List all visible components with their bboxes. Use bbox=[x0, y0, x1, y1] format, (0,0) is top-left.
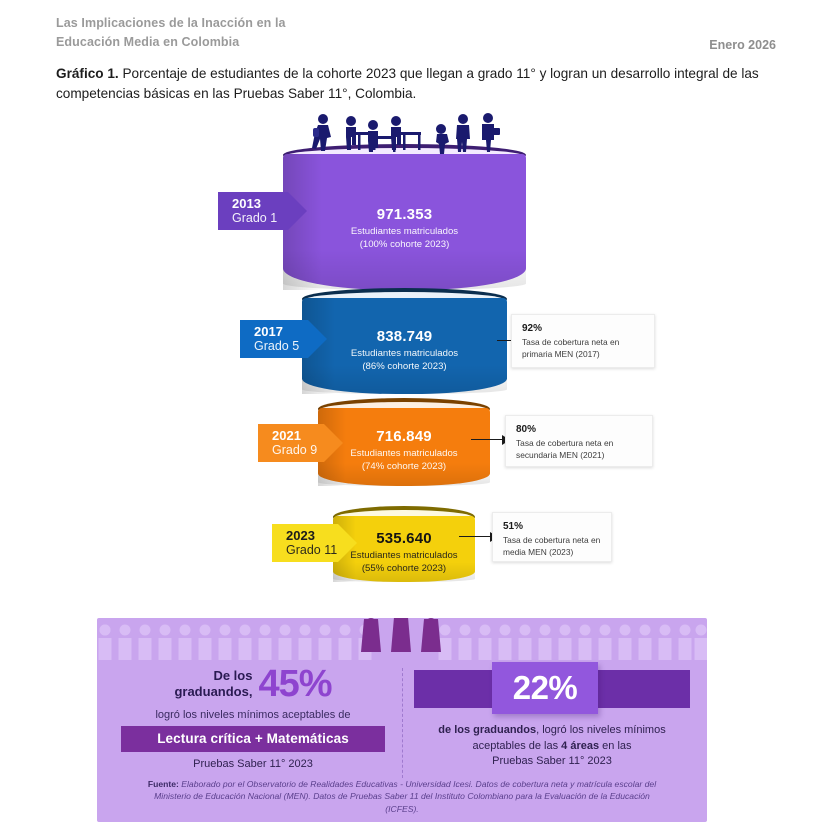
stage-2-body bbox=[302, 298, 507, 394]
stage-3-value: 716.849 bbox=[376, 428, 432, 445]
stage-1-tag-point bbox=[288, 192, 307, 230]
stage-4-year: 2023 bbox=[286, 528, 315, 543]
stage-2-callout[interactable]: 92% Tasa de cobertura neta en primaria M… bbox=[511, 314, 655, 368]
stage-2-callout-line1: Tasa de cobertura neta en bbox=[522, 337, 620, 347]
figure-label: Gráfico 1. bbox=[56, 66, 119, 81]
outcome-right: 22% de los graduandos, logró los niveles… bbox=[407, 662, 697, 770]
page-header: Las Implicaciones de la Inacción en la E… bbox=[56, 14, 776, 56]
stage-1-subtext: Estudiantes matriculados (100% cohorte 2… bbox=[283, 226, 526, 251]
stage-4-sub-line2: (55% cohorte 2023) bbox=[361, 562, 447, 574]
stage-1-year: 2013 bbox=[232, 196, 261, 211]
outcome-right-sub: de los graduandos, logró los niveles mín… bbox=[407, 723, 697, 770]
figure-caption: Gráfico 1. Porcentaje de estudiantes de … bbox=[56, 64, 780, 104]
stage-3-sub-line2: (74% cohorte 2023) bbox=[361, 460, 447, 472]
panel-divider bbox=[402, 668, 403, 778]
students-icon bbox=[312, 113, 500, 154]
outcome-left-lead-line1: De los bbox=[213, 668, 253, 683]
stage-4-callout-percent: 51% bbox=[503, 521, 524, 532]
stage-4-callout-line2: media MEN (2023) bbox=[503, 546, 574, 557]
stage-2-value: 838.749 bbox=[376, 328, 433, 345]
outcome-right-test: Pruebas Saber 11° 2023 bbox=[492, 755, 612, 767]
outcome-left: De los graduandos, 45% logró los niveles… bbox=[107, 664, 399, 770]
outcome-left-test: Pruebas Saber 11° 2023 bbox=[193, 758, 313, 770]
stage-1-text: 971.353 Estudiantes matriculados (100% c… bbox=[283, 206, 526, 251]
source-label: Fuente: bbox=[147, 779, 179, 789]
stage-4-grade: Grado 11 bbox=[286, 543, 338, 557]
outcome-right-sub-line1: de los graduandos, logró los niveles mín… bbox=[407, 723, 697, 739]
stage-3-year: 2021 bbox=[272, 428, 301, 443]
stage-4-text: 535.640 Estudiantes matriculados (55% co… bbox=[333, 530, 475, 575]
stage-2-callout-percent: 92% bbox=[522, 323, 543, 334]
funnel-stage-3[interactable]: 716.849 Estudiantes matriculados (74% co… bbox=[318, 398, 490, 486]
source-text: Elaborado por el Observatorio de Realida… bbox=[154, 779, 657, 814]
stage-3-callout-label: Tasa de cobertura neta en secundaria MEN… bbox=[516, 438, 643, 461]
outcome-right-sub-bold1: de los graduandos bbox=[438, 724, 537, 736]
outcome-right-percent-block: 22% bbox=[492, 662, 598, 714]
stage-3-callout[interactable]: 80% Tasa de cobertura neta en secundaria… bbox=[505, 415, 653, 467]
report-title: Las Implicaciones de la Inacción en la E… bbox=[56, 14, 476, 52]
outcome-left-subjects-bar: Lectura crítica + Matemáticas bbox=[121, 726, 385, 752]
stage-1-grade: Grado 1 bbox=[232, 211, 278, 225]
figure-caption-text: Porcentaje de estudiantes de la cohorte … bbox=[56, 66, 759, 101]
funnel-stage-1[interactable]: 971.353 Estudiantes matriculados (100% c… bbox=[283, 144, 526, 290]
stage-2-year-tag[interactable]: 2017 Grado 5 bbox=[240, 320, 327, 358]
stage-4-tag-point bbox=[338, 524, 357, 562]
stage-3-grade: Grado 9 bbox=[272, 443, 318, 457]
crowd-icon bbox=[98, 624, 707, 660]
stage-1-sub-line1: Estudiantes matriculados bbox=[350, 226, 459, 237]
outcome-right-sub-text2: aceptables de las bbox=[472, 739, 562, 752]
stage-1-year-tag[interactable]: 2013 Grado 1 bbox=[218, 192, 307, 230]
stage-2-tag-point bbox=[308, 320, 327, 358]
outcome-right-sub-text1: , logró los niveles mínimos bbox=[536, 724, 666, 736]
stage-2-subtext: Estudiantes matriculados (86% cohorte 20… bbox=[302, 348, 507, 373]
outcome-right-sub-line2: aceptables de las 4 áreas en las bbox=[407, 739, 697, 755]
stage-3-body bbox=[318, 408, 490, 486]
stage-3-callout-percent: 80% bbox=[516, 424, 537, 435]
outcome-right-sub-bold2: 4 áreas bbox=[561, 739, 600, 752]
stage-2-sub-line1: Estudiantes matriculados bbox=[350, 348, 459, 359]
stage-2-grade: Grado 5 bbox=[254, 339, 300, 353]
outcome-left-sub: logró los niveles mínimos aceptables de bbox=[155, 709, 351, 721]
outcome-left-headline: De los graduandos, 45% bbox=[107, 664, 399, 704]
stage-4-callout-line1: Tasa de cobertura neta en bbox=[503, 535, 601, 545]
stage-4-sub-line1: Estudiantes matriculados bbox=[350, 550, 458, 561]
stage-3-sub-line1: Estudiantes matriculados bbox=[350, 448, 458, 459]
stage-4-year-tag[interactable]: 2023 Grado 11 bbox=[272, 524, 357, 562]
stage-1-sub-line2: (100% cohorte 2023) bbox=[359, 238, 450, 250]
stage-4-callout[interactable]: 51% Tasa de cobertura neta en media MEN … bbox=[492, 512, 612, 562]
report-title-line1: Las Implicaciones de la Inacción en la bbox=[56, 16, 286, 30]
outcome-left-lead-line2: graduandos, bbox=[174, 684, 253, 699]
stage-3-callout-line1: Tasa de cobertura neta en bbox=[516, 438, 614, 448]
funnel-chart: 971.353 Estudiantes matriculados (100% c… bbox=[0, 108, 820, 588]
outcomes-panel: De los graduandos, 45% logró los niveles… bbox=[97, 618, 707, 822]
report-date: Enero 2026 bbox=[709, 38, 776, 52]
graduates-icon bbox=[361, 618, 441, 652]
stage-4-value: 535.640 bbox=[376, 530, 432, 547]
stage-1-body bbox=[283, 154, 526, 290]
outcome-left-lead: De los graduandos, bbox=[174, 668, 252, 700]
stage-3-tag-point bbox=[324, 424, 343, 462]
stage-4-callout-label: Tasa de cobertura neta en media MEN (202… bbox=[503, 535, 602, 558]
stage-3-subtext: Estudiantes matriculados (74% cohorte 20… bbox=[318, 448, 490, 473]
stage-2-sub-line2: (86% cohorte 2023) bbox=[362, 360, 447, 372]
stage-2-callout-label: Tasa de cobertura neta en primaria MEN (… bbox=[522, 337, 645, 360]
funnel-stage-2[interactable]: 838.749 Estudiantes matriculados (86% co… bbox=[302, 288, 507, 394]
outcome-right-bar-group: 22% bbox=[414, 662, 690, 714]
report-title-line2: Educación Media en Colombia bbox=[56, 35, 240, 49]
outcome-left-percent: 45% bbox=[258, 663, 332, 705]
stage-3-callout-line2: secundaria MEN (2021) bbox=[516, 449, 605, 460]
outcome-right-sub-text3: en las bbox=[599, 739, 632, 752]
stage-2-year: 2017 bbox=[254, 324, 283, 339]
stage-3-year-tag[interactable]: 2021 Grado 9 bbox=[258, 424, 343, 462]
stage-2-text: 838.749 Estudiantes matriculados (86% co… bbox=[302, 328, 507, 373]
outcome-right-percent: 22% bbox=[512, 669, 578, 706]
stage-1-value: 971.353 bbox=[376, 206, 433, 223]
stage-3-text: 716.849 Estudiantes matriculados (74% co… bbox=[318, 428, 490, 473]
source-note: Fuente: Elaborado por el Observatorio de… bbox=[137, 778, 667, 815]
stage-4-subtext: Estudiantes matriculados (55% cohorte 20… bbox=[333, 550, 475, 575]
stage-2-callout-line2: primaria MEN (2017) bbox=[522, 348, 600, 359]
